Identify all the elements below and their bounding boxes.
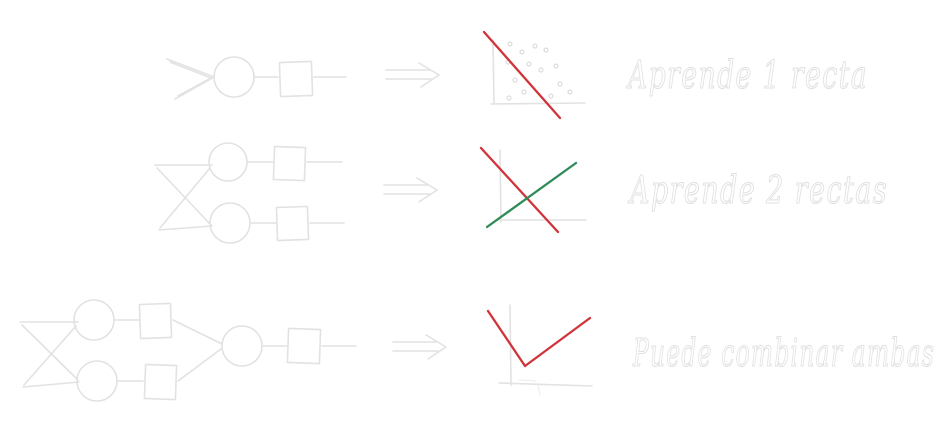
input-cross — [19, 321, 80, 388]
hidden-neuron-bottom — [76, 360, 118, 402]
output-activation — [286, 327, 322, 365]
scatter-points — [505, 41, 573, 101]
arrow-row-3 — [392, 334, 447, 360]
output-neuron — [221, 325, 263, 367]
neuron-circle — [213, 56, 255, 98]
caption-row-3: Puede combinar ambas — [632, 331, 935, 375]
x-axis — [490, 102, 586, 105]
combined-red-curve — [486, 309, 592, 368]
hidden-neuron-top — [73, 299, 115, 341]
plot-two-lines — [479, 146, 587, 234]
neuron-circle-top — [208, 142, 248, 182]
network-single-neuron — [166, 56, 347, 100]
red-line — [482, 30, 562, 120]
activation-box-bottom — [275, 205, 310, 242]
y-axis — [492, 39, 495, 104]
plot-combined — [486, 304, 593, 396]
x-axis — [498, 382, 593, 387]
network-two-neurons — [154, 142, 345, 244]
hidden-activation-top — [138, 302, 173, 340]
red-line — [479, 146, 560, 234]
y-axis — [499, 149, 502, 223]
arrow-row-2 — [383, 177, 438, 203]
plot-one-line — [482, 30, 586, 120]
input-cross — [154, 164, 213, 231]
hidden-activation-bottom — [143, 363, 178, 401]
green-line — [485, 161, 578, 229]
caption-row-1: Aprende 1 recta — [626, 53, 868, 97]
activation-box — [278, 60, 314, 98]
arrow-row-1 — [385, 62, 440, 88]
activation-box-top — [272, 145, 307, 182]
neuron-circle-bottom — [209, 202, 251, 244]
network-two-layer — [19, 299, 357, 402]
caption-row-2: Aprende 2 rectas — [628, 168, 888, 212]
input-fork — [166, 58, 215, 100]
